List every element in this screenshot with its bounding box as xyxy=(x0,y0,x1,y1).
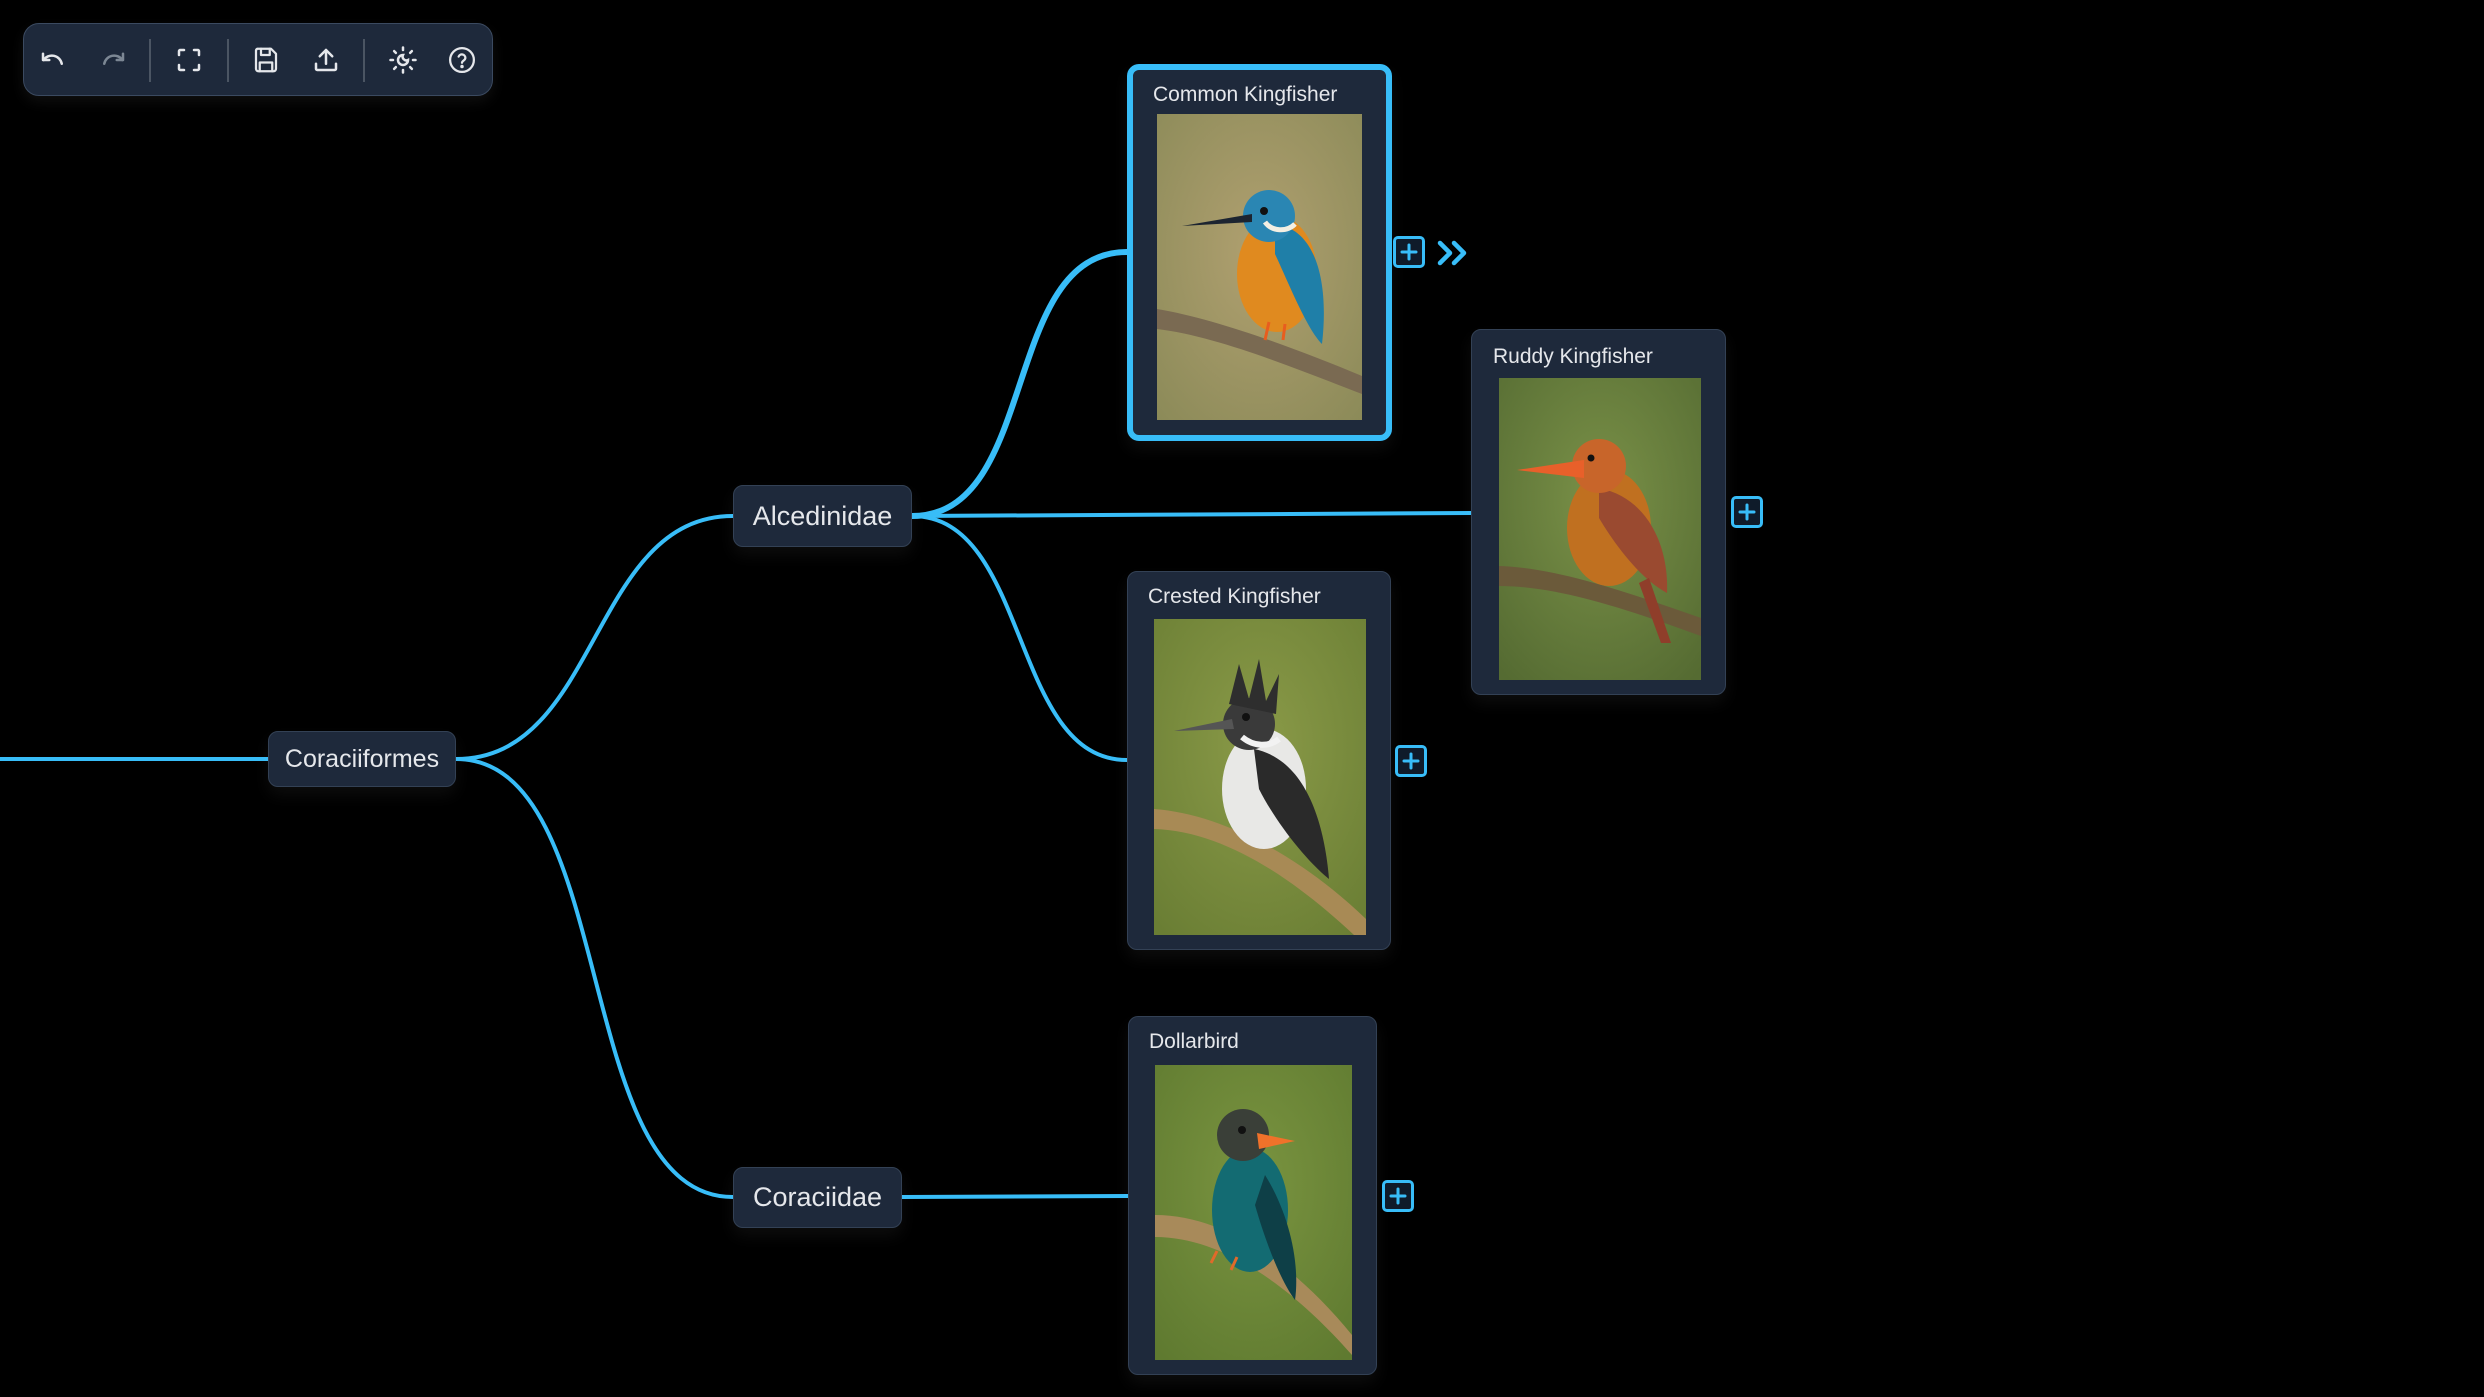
bird-photo-crested-kingfisher xyxy=(1154,619,1366,935)
add-child-button[interactable] xyxy=(1393,236,1425,268)
save-button[interactable] xyxy=(246,40,286,80)
node-common-kingfisher[interactable]: Common Kingfisher xyxy=(1127,64,1392,441)
toolbar-separator xyxy=(363,39,365,82)
add-child-button[interactable] xyxy=(1731,496,1763,528)
edge-alcedinidae-common-kingfisher xyxy=(909,249,1130,519)
node-label: Coraciidae xyxy=(752,1182,883,1212)
export-button[interactable] xyxy=(306,40,346,80)
bird-photo-common-kingfisher xyxy=(1157,114,1362,420)
edge-coraciidae-dollarbird xyxy=(900,1194,1130,1199)
card-title: Dollarbird xyxy=(1149,1030,1239,1053)
bird-photo-ruddy-kingfisher xyxy=(1499,378,1701,680)
toolbar-separator xyxy=(227,39,229,82)
fit-screen-button[interactable] xyxy=(169,40,209,80)
card-title: Crested Kingfisher xyxy=(1148,585,1321,608)
plus-icon xyxy=(1402,752,1420,770)
edge-alcedinidae-crested-kingfisher xyxy=(910,514,1129,762)
node-dollarbird[interactable]: Dollarbird xyxy=(1128,1016,1377,1375)
undo-icon xyxy=(41,52,63,65)
edge-alcedinidae-ruddy-kingfisher xyxy=(910,511,1473,518)
node-crested-kingfisher[interactable]: Crested Kingfisher xyxy=(1127,571,1391,950)
card-title: Common Kingfisher xyxy=(1153,83,1338,106)
node-label: Alcedinidae xyxy=(752,500,893,531)
toolbar-separator xyxy=(149,39,151,82)
undo-button[interactable] xyxy=(33,40,73,80)
save-icon xyxy=(254,47,278,73)
node-ruddy-kingfisher[interactable]: Ruddy Kingfisher xyxy=(1471,329,1726,695)
card-title: Ruddy Kingfisher xyxy=(1493,345,1653,368)
toolbar xyxy=(23,23,493,96)
expand-children-button[interactable] xyxy=(1436,238,1472,268)
plus-icon xyxy=(1738,503,1756,521)
help-button[interactable] xyxy=(442,40,482,80)
node-alcedinidae[interactable]: Alcedinidae xyxy=(733,485,912,547)
node-coraciiformes[interactable]: Coraciiformes xyxy=(268,731,456,787)
edge-coraciiformes-alcedinidae xyxy=(454,514,735,761)
plus-icon xyxy=(1400,243,1418,261)
edge-coraciiformes-coraciidae xyxy=(454,757,735,1199)
node-coraciidae[interactable]: Coraciidae xyxy=(733,1167,902,1228)
plus-icon xyxy=(1389,1187,1407,1205)
add-child-button[interactable] xyxy=(1382,1180,1414,1212)
node-label: Coraciiformes xyxy=(284,744,440,773)
help-icon xyxy=(449,47,475,73)
upload-icon xyxy=(314,48,338,72)
theme-toggle-button[interactable] xyxy=(383,40,423,80)
redo-icon xyxy=(103,52,125,65)
add-child-button[interactable] xyxy=(1395,745,1427,777)
fullscreen-icon xyxy=(177,48,201,72)
sun-moon-icon xyxy=(389,46,417,74)
chevrons-right-icon xyxy=(1437,240,1467,266)
redo-button[interactable] xyxy=(93,40,133,80)
bird-photo-dollarbird xyxy=(1155,1065,1352,1360)
